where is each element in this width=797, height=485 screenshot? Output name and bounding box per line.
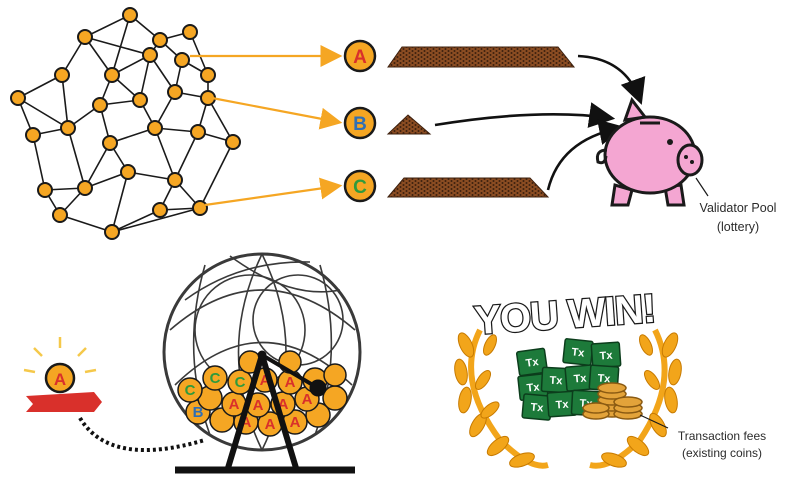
piggy-bank-icon	[595, 96, 704, 207]
svg-text:A: A	[253, 397, 264, 414]
svg-text:Tx: Tx	[597, 373, 612, 386]
node-b-badge: B	[343, 106, 377, 140]
arrow-to-b	[211, 96, 343, 130]
winner-ribbon	[26, 392, 102, 412]
svg-text:B: B	[353, 114, 367, 135]
svg-text:Tx: Tx	[555, 399, 570, 412]
pool-arrows	[434, 54, 646, 191]
svg-text:Tx: Tx	[571, 346, 586, 359]
lottery-ball-letters: C C C B A A A A A A A A A	[185, 370, 313, 433]
laurel-wreath	[454, 328, 682, 469]
node-c-badge: C	[343, 169, 377, 203]
svg-text:A: A	[302, 391, 313, 408]
selection-arrows	[190, 45, 343, 207]
transaction-fees-sublabel: (existing coins)	[682, 446, 762, 460]
svg-text:Tx: Tx	[526, 381, 541, 394]
winner-node: A	[23, 337, 102, 412]
validator-pool-sublabel: (lottery)	[717, 220, 759, 234]
stake-pile-b	[386, 114, 432, 135]
svg-text:A: A	[260, 372, 271, 389]
arrow-b-to-pool	[434, 102, 616, 128]
arrow-c-to-pool	[546, 119, 626, 191]
svg-text:C: C	[210, 370, 221, 387]
svg-text:A: A	[229, 396, 240, 413]
winner-path	[78, 416, 206, 452]
arrow-a-to-pool	[577, 54, 646, 105]
svg-text:B: B	[193, 404, 204, 421]
wheel-stand	[175, 350, 355, 474]
you-win-banner: YOU WIN!	[473, 287, 657, 344]
stake-pile-c	[386, 177, 550, 198]
svg-text:C: C	[235, 374, 246, 391]
fees-leader-line	[639, 414, 669, 429]
node-a-badge: A	[343, 39, 377, 73]
svg-text:A: A	[265, 416, 276, 433]
svg-text:A: A	[54, 370, 66, 389]
svg-text:Tx: Tx	[599, 350, 614, 363]
transaction-tiles: Tx Tx Tx Tx Tx Tx Tx Tx	[515, 338, 622, 421]
lottery-balls	[177, 350, 348, 437]
svg-text:Tx: Tx	[525, 356, 540, 370]
coin-stack-icon	[582, 382, 643, 420]
svg-text:C: C	[353, 177, 367, 198]
svg-text:Tx: Tx	[549, 375, 563, 388]
svg-text:A: A	[353, 47, 367, 68]
svg-text:Tx: Tx	[530, 401, 545, 414]
svg-text:A: A	[278, 396, 289, 413]
pool-leader-line	[695, 177, 709, 197]
svg-text:Tx: Tx	[573, 372, 588, 385]
stake-pile-a	[387, 46, 576, 68]
network-nodes	[10, 7, 241, 240]
svg-text:A: A	[285, 374, 296, 391]
validator-network	[17, 14, 234, 233]
svg-text:A: A	[241, 414, 252, 431]
arrow-to-c	[204, 177, 343, 207]
transaction-fees-label: Transaction fees	[678, 429, 766, 443]
svg-text:A: A	[290, 414, 301, 431]
validator-pool-label: Validator Pool	[700, 201, 777, 215]
svg-text:C: C	[185, 382, 196, 399]
